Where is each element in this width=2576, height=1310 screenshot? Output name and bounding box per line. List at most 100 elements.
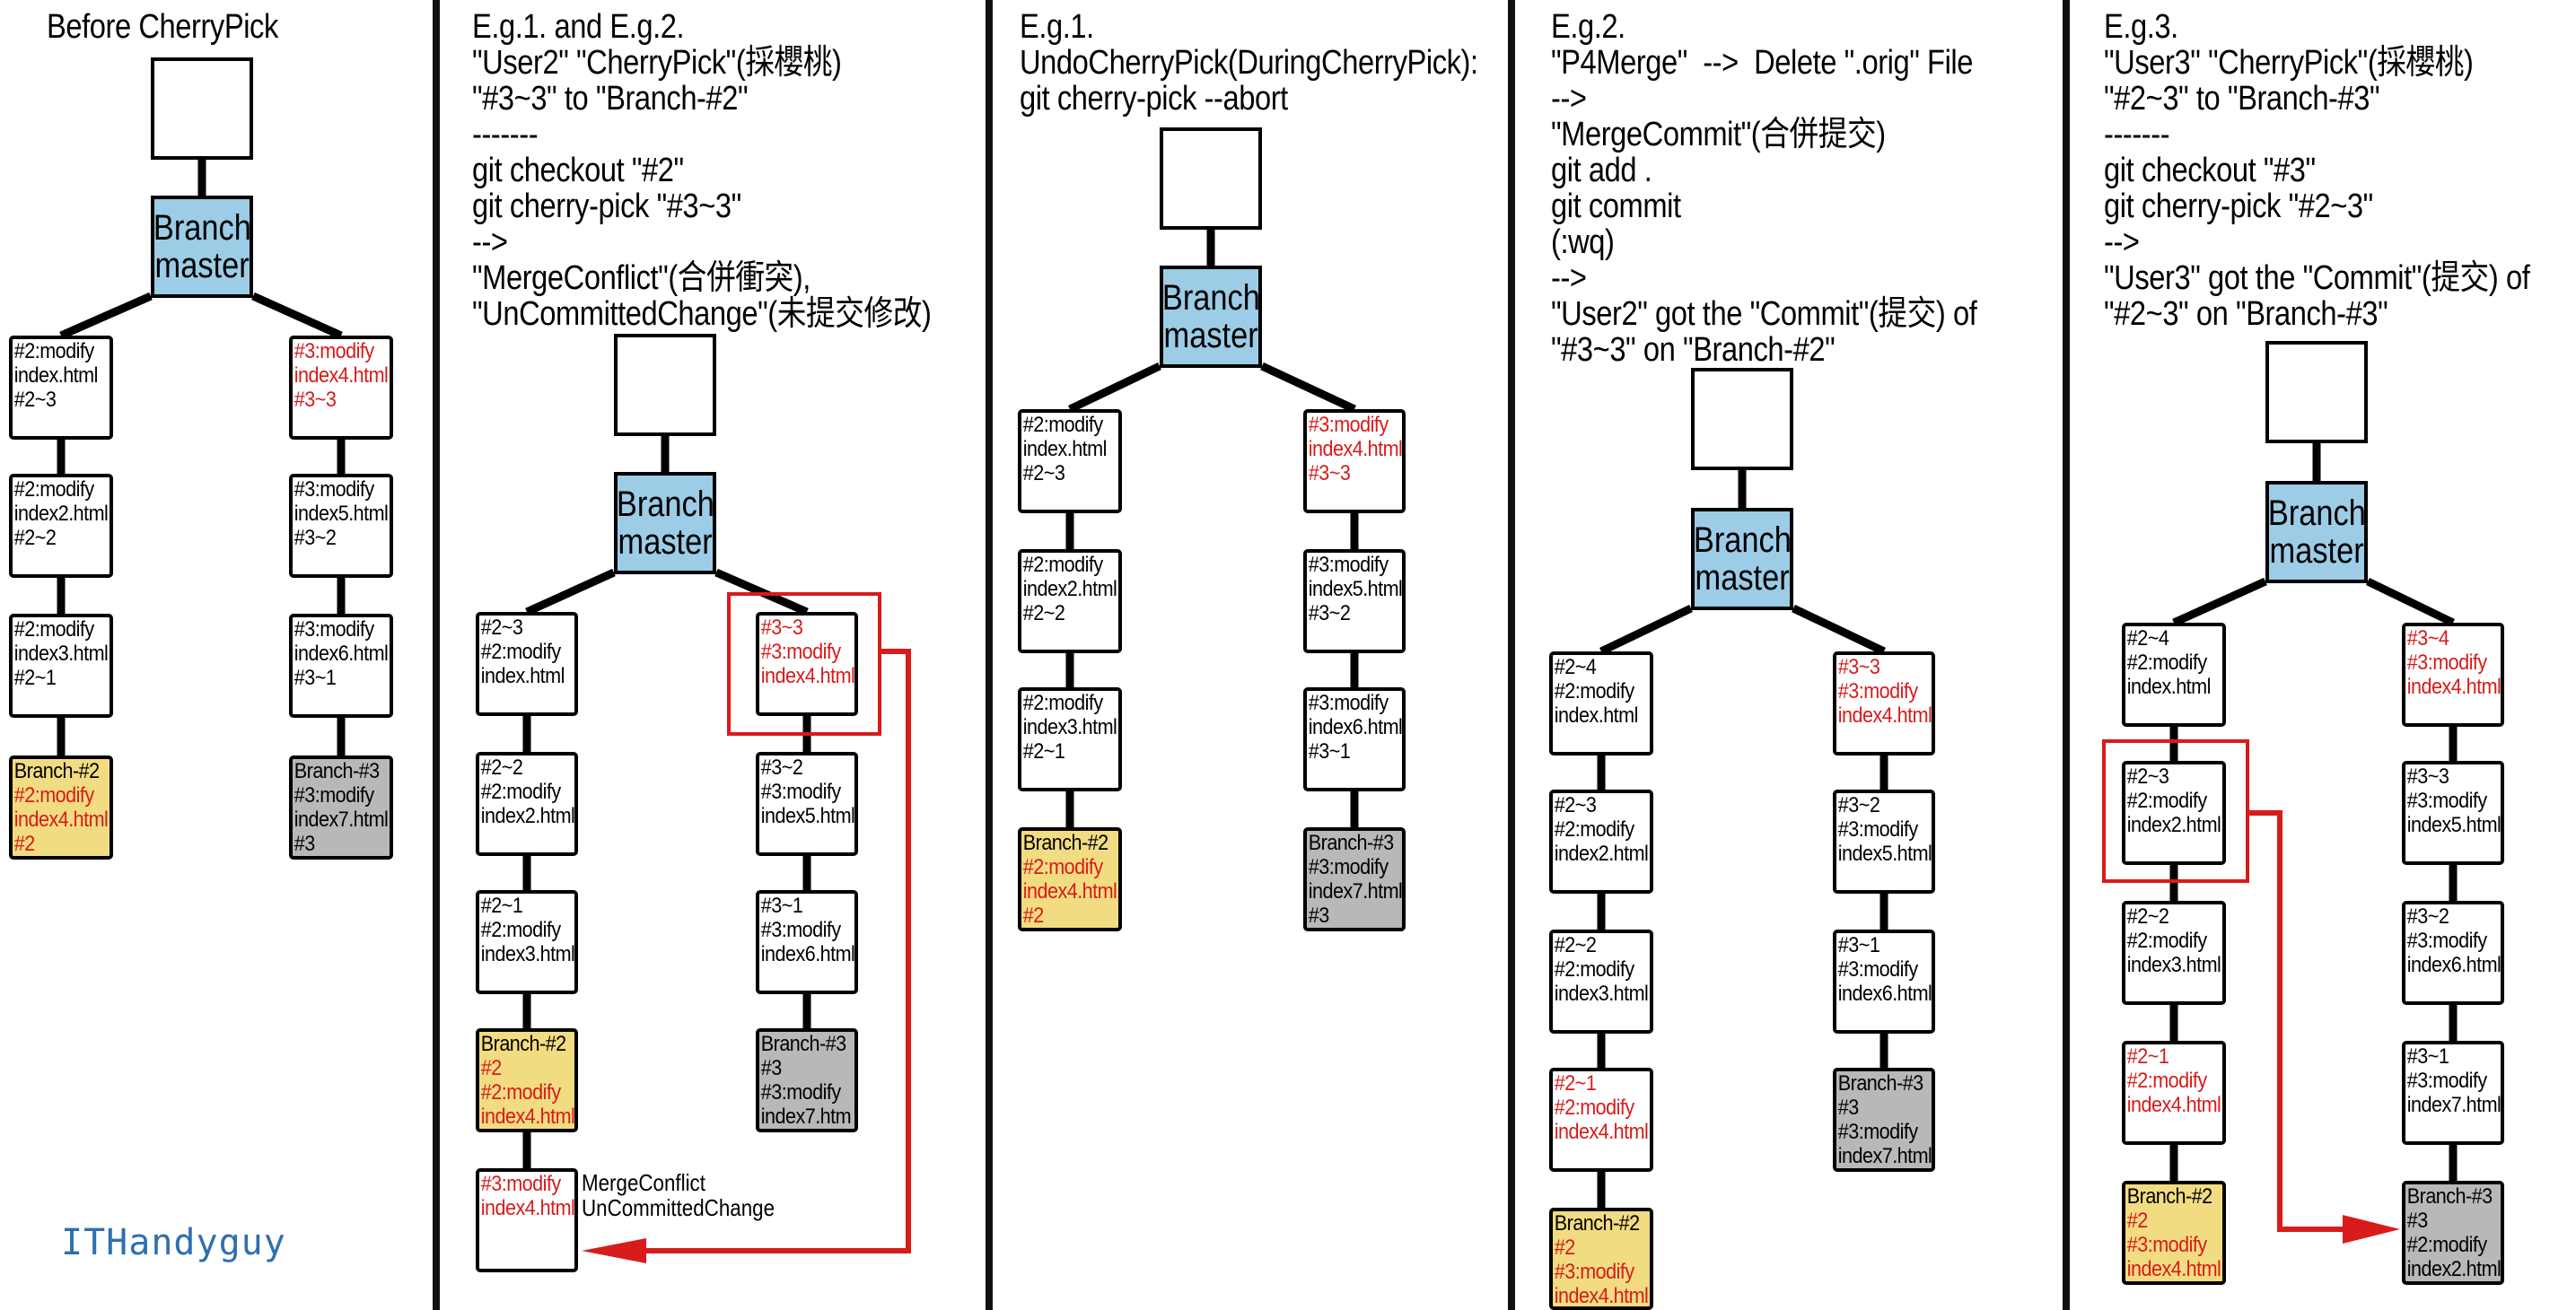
commit-label-line: #2:modify	[13, 783, 94, 808]
panel-title-line: -->	[2104, 223, 2140, 261]
root-commit-node	[2265, 341, 2368, 443]
commit-label-line: index3.html	[1554, 982, 1649, 1006]
commit-label-line: #2:modify	[13, 339, 94, 363]
panel-title-line: E.g.1. and E.g.2.	[472, 8, 685, 46]
commit-label-line: index2.html	[480, 804, 575, 828]
branch-master-label: master	[1695, 558, 1790, 598]
branch-master-label: Branch	[616, 485, 714, 524]
commit-label-line: #2~1	[2126, 1044, 2169, 1069]
commit-label-line: #3:modify	[1308, 855, 1389, 879]
panel-title-line: git checkout "#2"	[472, 152, 684, 189]
commit-label-line: #2~3	[1022, 461, 1065, 485]
commit-label-line: #3:modify	[2406, 1069, 2487, 1093]
commit-label-line: #2:modify	[1022, 413, 1103, 437]
branch-to-left-column-edge	[2172, 577, 2267, 627]
commit-label-line: #2:modify	[1022, 855, 1103, 879]
commit-label-line: index3.html	[13, 642, 109, 666]
commit-label-line: index7.htm	[760, 1105, 852, 1129]
commit-label-line: Branch-#3	[760, 1032, 846, 1056]
panel-title-line: git checkout "#3"	[2104, 152, 2316, 189]
commit-label-line: #3:modify	[1837, 817, 1918, 842]
commit-label-line: #2:modify	[2126, 1069, 2207, 1093]
commit-label-line: #3~2	[2406, 904, 2449, 929]
commit-label-line: #3~1	[1837, 933, 1880, 957]
commit-label-line: #2:modify	[1554, 817, 1634, 842]
commit-label-line: index2.html	[2126, 813, 2221, 837]
panel-title-line: -------	[2104, 116, 2170, 153]
branch-to-right-column-edge	[1792, 604, 1886, 656]
branch-master-label: master	[154, 246, 250, 285]
commit-label-line: #2~2	[1022, 601, 1065, 625]
commit-label-line: #3~3	[760, 616, 803, 640]
commit-label-line: index4.html	[760, 664, 855, 688]
commit-label-line: #3~1	[294, 666, 337, 690]
panel-title-line: git commit	[1551, 188, 1681, 225]
commit-label-line: Branch-#2	[2126, 1184, 2212, 1209]
commit-label-line: index7.html	[2406, 1093, 2502, 1117]
commit-label-line: #2~1	[1022, 739, 1065, 764]
panel-title-line: "MergeConflict"(合併衝突),	[472, 259, 810, 297]
commit-label-line: #2:modify	[2126, 651, 2207, 675]
commit-label-line: index4.html	[294, 363, 389, 388]
commit-label-line: #2~1	[1554, 1071, 1597, 1096]
commit-label-line: #2:modify	[480, 918, 561, 942]
commit-label-line: index2.html	[1022, 577, 1117, 601]
commit-label-line: #3	[1837, 1096, 1859, 1120]
commit-label-line: index2.html	[2406, 1257, 2502, 1281]
commit-label-line: #2:modify	[1554, 679, 1634, 703]
panel-title: Before CherryPick	[47, 9, 278, 45]
commit-label-line: index5.html	[294, 502, 389, 526]
commit-label-line: Branch-#2	[1022, 831, 1108, 855]
commit-label-line: index2.html	[13, 502, 109, 526]
panel-title-line: "User2" "CherryPick"(採櫻桃)	[472, 44, 842, 82]
commit-label-line: index4.html	[2126, 1093, 2221, 1117]
commit-label-line: Branch-#3	[1837, 1071, 1923, 1096]
branch-master-label: master	[2269, 531, 2364, 571]
commit-label-line: #3:modify	[2406, 651, 2487, 675]
panel-title-line: "User3" got the "Commit"(提交) of	[2104, 259, 2530, 297]
panel-title-line: git cherry-pick "#2~3"	[2104, 188, 2373, 225]
commit-label-line: #3	[294, 832, 315, 856]
branch-to-right-column-edge	[2366, 577, 2455, 627]
commit-label-line: #2~2	[2126, 904, 2169, 929]
commit-label-line: #3:modify	[480, 1172, 561, 1196]
cherry-pick-arrow	[628, 649, 911, 1253]
commit-label-line: index.html	[13, 363, 99, 388]
branch-to-right-column-edge	[1260, 362, 1356, 414]
commit-label-line: index4.html	[480, 1196, 575, 1220]
branch-to-left-column-edge	[1599, 604, 1693, 656]
panel-title-line: (:wq)	[1551, 223, 1615, 261]
commit-label-line: #2~1	[13, 666, 57, 690]
commit-label-line: #2~2	[480, 755, 523, 780]
commit-label-line: #2:modify	[480, 780, 561, 804]
commit-label-line: #2:modify	[480, 640, 561, 664]
commit-label-line: Branch-#3	[294, 759, 380, 783]
panel-title-line: -->	[472, 223, 508, 261]
commit-label-line: Branch-#3	[2406, 1184, 2493, 1209]
commit-label-line: #3:modify	[2406, 789, 2487, 813]
commit-label-line: #3~2	[760, 755, 803, 780]
panel-title-line: "#2~3" to "Branch-#3"	[2104, 80, 2380, 118]
commit-label-line: #3:modify	[1308, 553, 1389, 577]
